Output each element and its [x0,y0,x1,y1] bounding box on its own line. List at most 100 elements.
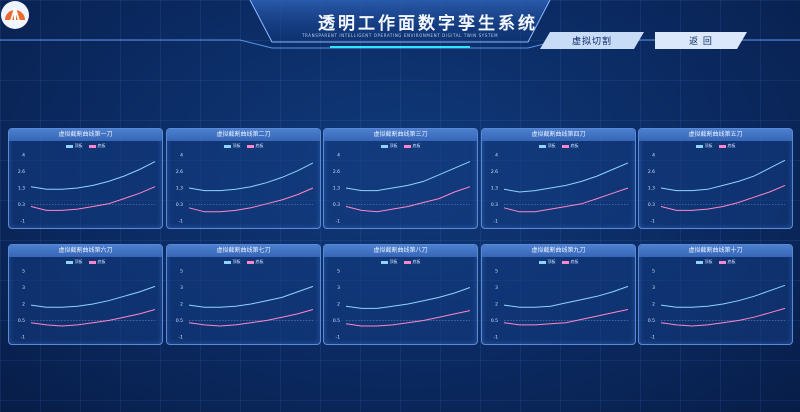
legend-label: 顶板 [74,259,83,264]
y-tick-label: 4 [495,153,498,159]
y-tick-label: 2 [495,302,498,308]
legend-swatch [88,144,96,148]
legend-swatch [403,260,411,264]
y-tick-label: 2.6 [491,169,498,175]
series-line-top [503,285,629,308]
series-line-bottom [345,186,471,213]
series-line-bottom [503,309,629,326]
legend-item-bottom: 底板 [403,259,421,265]
y-tick-label: 1.3 [491,186,498,192]
series-line-top [188,285,314,308]
chart-legend: 顶板底板 [324,259,477,265]
y-tick-label: 1.3 [648,186,655,192]
legend-swatch [538,260,546,264]
y-tick-label: -1 [179,219,184,225]
legend-swatch [695,260,703,264]
y-tick-label: 2 [180,302,183,308]
legend-label: 顶板 [232,143,241,148]
y-tick-label: -1 [494,219,499,225]
legend-swatch [403,144,411,148]
series-line-top [660,159,786,192]
virtual-cut-button[interactable]: 虚拟切割 [540,32,644,49]
legend-label: 底板 [412,259,421,264]
legend-swatch [538,144,546,148]
back-button[interactable]: 返 回 [655,32,747,49]
y-tick-label: -1 [651,335,656,341]
y-tick-label: -1 [21,219,26,225]
legend-label: 底板 [727,143,736,148]
legend-label: 底板 [97,259,106,264]
legend-item-top: 顶板 [538,259,556,265]
chart-title: 虚拟截割曲线第八刀 [324,245,477,257]
legend-swatch [223,144,231,148]
legend-label: 顶板 [232,259,241,264]
chart-legend: 顶板 底板 [167,143,320,149]
y-tick-label: 5 [22,269,25,275]
page-subtitle: TRANSPARENT INTELLIGENT OPERATING ENVIRO… [302,33,499,38]
y-tick-label: 3 [22,285,25,291]
y-tick-label: -1 [336,335,341,341]
y-tick-label: 0.5 [491,318,498,324]
chart-title: 虚拟截割曲线第一刀 [9,129,162,141]
line-chart: 42.61.30.3-1 [648,153,786,225]
y-tick-label: 2 [337,302,340,308]
chart-legend: 顶板底板 [482,259,635,265]
legend-item-bottom: 底板 [88,259,106,265]
y-tick-label: 0.3 [176,202,183,208]
legend-swatch [718,144,726,148]
y-tick-label: 0.5 [333,318,340,324]
legend-label: 底板 [255,259,264,264]
chart-legend: 顶板底板 [639,259,792,265]
y-tick-label: 4 [652,153,655,159]
legend-swatch [718,260,726,264]
y-tick-label: 0.3 [491,202,498,208]
legend-swatch [695,144,703,148]
chart-title: 虚拟截割曲线第七刀 [167,245,320,257]
legend-swatch [561,260,569,264]
y-tick-label: 2.6 [176,169,183,175]
legend-item-top: 顶板 [223,143,241,149]
series-line-top [345,287,471,309]
y-tick-label: 3 [180,285,183,291]
series-line-bottom [188,309,314,327]
y-tick-label: 5 [180,269,183,275]
series-line-bottom [30,309,156,327]
legend-item-top: 顶板 [695,143,713,149]
legend-label: 底板 [412,143,421,148]
legend-swatch [223,260,231,264]
y-tick-label: -1 [336,219,341,225]
legend-label: 底板 [255,143,264,148]
legend-label: 顶板 [704,143,713,148]
y-tick-label: 0.3 [18,202,25,208]
chart-legend: 顶板 底板 [324,143,477,149]
legend-swatch [246,144,254,148]
series-line-top [30,285,156,308]
y-tick-label: 1.3 [333,186,340,192]
y-tick-label: 0.3 [648,202,655,208]
legend-item-top: 顶板 [223,259,241,265]
legend-label: 顶板 [704,259,713,264]
logo-icon [1,1,29,29]
legend-label: 底板 [570,143,579,148]
legend-label: 顶板 [389,143,398,148]
legend-swatch [380,260,388,264]
y-tick-label: -1 [494,335,499,341]
legend-swatch [88,260,96,264]
series-line-bottom [660,184,786,211]
y-tick-label: -1 [21,335,26,341]
y-tick-label: 2 [22,302,25,308]
line-chart: 42.61.30.3-1 [333,153,471,225]
y-tick-label: 0.5 [176,318,183,324]
series-line-top [188,162,314,192]
legend-swatch [65,144,73,148]
y-tick-label: 1.3 [18,186,25,192]
